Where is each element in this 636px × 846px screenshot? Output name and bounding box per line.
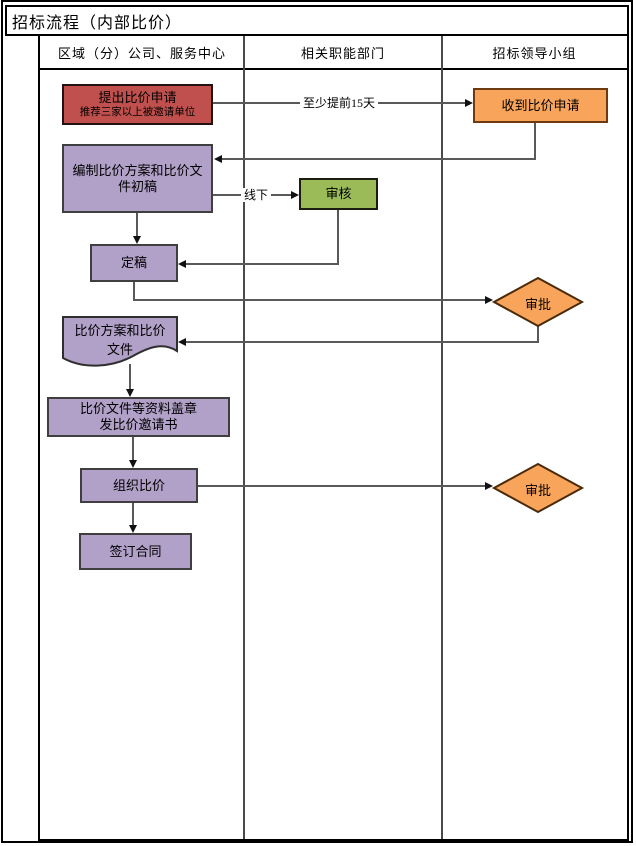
lane-header-departments: 相关职能部门 xyxy=(300,45,385,61)
node-stamp-documents: 比价文件等资料盖章 发比价邀请书 xyxy=(47,397,230,437)
node-submit-request: 提出比价申请 推荐三家以上被邀请单位 xyxy=(62,84,213,125)
node-submit-request-title: 提出比价申请 xyxy=(98,90,177,106)
lane-divider-1 xyxy=(243,36,245,839)
node-submit-request-subtitle: 推荐三家以上被邀请单位 xyxy=(79,106,196,118)
node-sign-contract: 签订合同 xyxy=(79,533,192,570)
diagram-title-bar: 招标流程（内部比价） xyxy=(5,5,629,36)
node-organize-comparison: 组织比价 xyxy=(80,468,198,503)
node-approval-2: 审批 xyxy=(491,462,585,514)
diamond-shape xyxy=(491,462,585,514)
node-organize-comparison-label: 组织比价 xyxy=(112,477,165,493)
node-receive-request: 收到比价申请 xyxy=(473,88,608,123)
node-approval-1: 审批 xyxy=(491,276,585,328)
swimlane-table: 区域（分）公司、服务中心 相关职能部门 招标领导小组 xyxy=(38,36,629,841)
node-stamp-documents-line1: 比价文件等资料盖章 xyxy=(79,401,197,417)
node-finalize-draft-label: 定稿 xyxy=(120,255,147,271)
node-stamp-documents-line2: 发比价邀请书 xyxy=(99,417,178,432)
node-finalize-draft: 定稿 xyxy=(90,244,178,282)
node-approval-1-label: 审批 xyxy=(524,297,551,312)
lane-divider-2 xyxy=(441,36,443,839)
node-draft-plan: 编制比价方案和比价文件初稿 xyxy=(62,144,213,213)
node-plan-document-label: 比价方案和比价文件 xyxy=(74,323,166,357)
edge-label-advance-notice: 至少提前15天 xyxy=(300,96,379,110)
lane-header-company: 区域（分）公司、服务中心 xyxy=(57,45,226,61)
lane-header-leading-group: 招标领导小组 xyxy=(492,45,577,61)
edge-label-offline: 线下 xyxy=(241,188,272,202)
node-sign-contract-label: 签订合同 xyxy=(109,543,162,559)
node-offline-review-label: 审核 xyxy=(325,186,352,202)
node-draft-plan-label: 编制比价方案和比价文件初稿 xyxy=(72,162,203,194)
diagram-title: 招标流程（内部比价） xyxy=(12,14,183,32)
node-offline-review: 审核 xyxy=(299,178,378,210)
node-receive-request-label: 收到比价申请 xyxy=(501,97,580,113)
lane-header-row: 区域（分）公司、服务中心 相关职能部门 招标领导小组 xyxy=(40,36,627,70)
node-approval-2-label: 审批 xyxy=(524,483,551,498)
document-shape xyxy=(62,316,178,367)
diamond-shape xyxy=(491,276,585,328)
node-plan-document: 比价方案和比价文件 xyxy=(61,315,179,369)
